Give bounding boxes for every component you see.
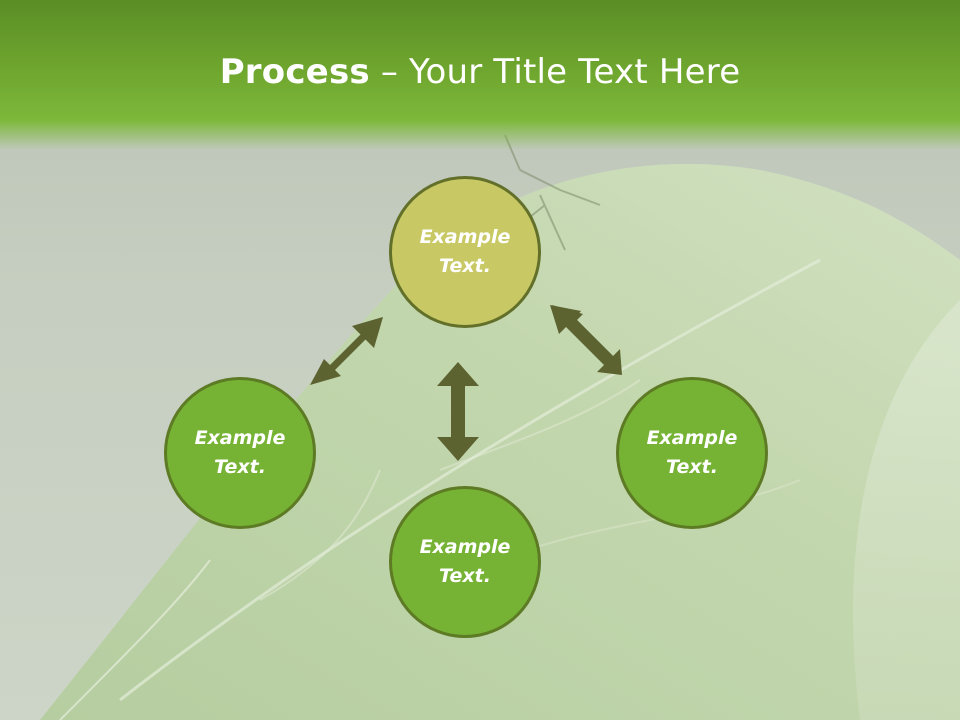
- process-node-right: Example Text.: [616, 377, 768, 529]
- process-node-top: Example Text.: [389, 176, 541, 328]
- title-bold: Process: [219, 52, 370, 92]
- arrow-vertical: [437, 362, 479, 461]
- arrow-top-left: [310, 317, 383, 385]
- node-label-bottom: Example Text.: [419, 536, 511, 587]
- page-title: Process – Your Title Text Here: [0, 52, 960, 92]
- title-bar: [0, 0, 960, 150]
- arrow-top-right: [550, 305, 622, 375]
- node-label-left: Example Text.: [194, 427, 286, 478]
- process-node-bottom: Example Text.: [389, 486, 541, 638]
- process-node-left: Example Text.: [164, 377, 316, 529]
- title-rest: – Your Title Text Here: [369, 52, 741, 92]
- node-label-top: Example Text.: [419, 226, 511, 277]
- node-label-right: Example Text.: [646, 427, 738, 478]
